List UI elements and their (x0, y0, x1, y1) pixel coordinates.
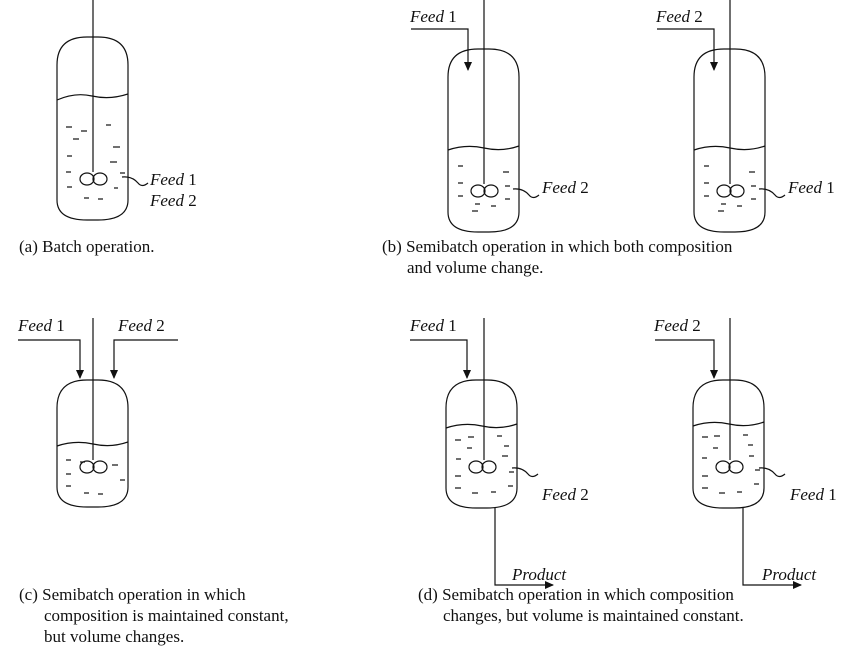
feed-number: 2 (156, 316, 165, 335)
caption-a-line-1: (a) Batch operation. (19, 237, 155, 256)
caption-b-line-1: (b) Semibatch operation in which both co… (382, 237, 733, 256)
d-right-product: Product (761, 565, 817, 584)
d-left-product: Product (511, 565, 567, 584)
b-left-side-feed: Feed 2 (541, 178, 589, 197)
vessel-b-right (657, 0, 786, 233)
vessel-a (56, 0, 149, 221)
feed-number: 1 (56, 316, 65, 335)
feed-number: 1 (448, 7, 457, 26)
vessel-d-right (655, 318, 802, 589)
feed-number: 2 (580, 178, 589, 197)
feed-number: 2 (580, 485, 589, 504)
caption-d: (d) Semibatch operation in which composi… (418, 584, 744, 626)
d-right-side-feed: Feed 1 (789, 485, 837, 504)
feed-number: 2 (188, 191, 197, 210)
liquid-level (56, 93, 129, 101)
liquid-dashes (66, 124, 125, 200)
feed-label-a-1: Feed 1 (149, 170, 197, 189)
side-feed-line (121, 176, 149, 187)
feed-number: 1 (826, 178, 835, 197)
b-right-top-feed: Feed 2 (655, 7, 703, 26)
b-left-top-feed: Feed 1 (409, 7, 457, 26)
vessel-d-left (410, 318, 554, 589)
c-top-feed-right: Feed 2 (117, 316, 165, 335)
caption-c-line-1: (c) Semibatch operation in which (19, 585, 246, 604)
d-right-top-feed: Feed 2 (653, 316, 701, 335)
caption-b: (b) Semibatch operation in which both co… (382, 236, 732, 278)
feed-number: 2 (692, 316, 701, 335)
feed-number: 1 (828, 485, 837, 504)
feed-number: 1 (188, 170, 197, 189)
feed-number: 1 (448, 316, 457, 335)
d-left-side-feed: Feed 2 (541, 485, 589, 504)
feed-label-a-2: Feed 2 (149, 191, 197, 210)
caption-a: (a) Batch operation. (19, 236, 154, 257)
c-top-feed-left: Feed 1 (17, 316, 65, 335)
vessel-c (18, 318, 178, 508)
b-right-side-feed: Feed 1 (787, 178, 835, 197)
d-left-top-feed: Feed 1 (409, 316, 457, 335)
caption-d-line-1: (d) Semibatch operation in which composi… (418, 585, 734, 604)
caption-c-line-3: but volume changes. (44, 627, 185, 646)
feed-number: 2 (694, 7, 703, 26)
caption-c-line-2: composition is maintained constant, (44, 606, 289, 625)
vessel-b-left (411, 0, 540, 233)
caption-d-line-2: changes, but volume is maintained consta… (443, 606, 744, 625)
caption-c: (c) Semibatch operation in which composi… (19, 584, 289, 647)
caption-b-line-2: and volume change. (407, 258, 544, 277)
